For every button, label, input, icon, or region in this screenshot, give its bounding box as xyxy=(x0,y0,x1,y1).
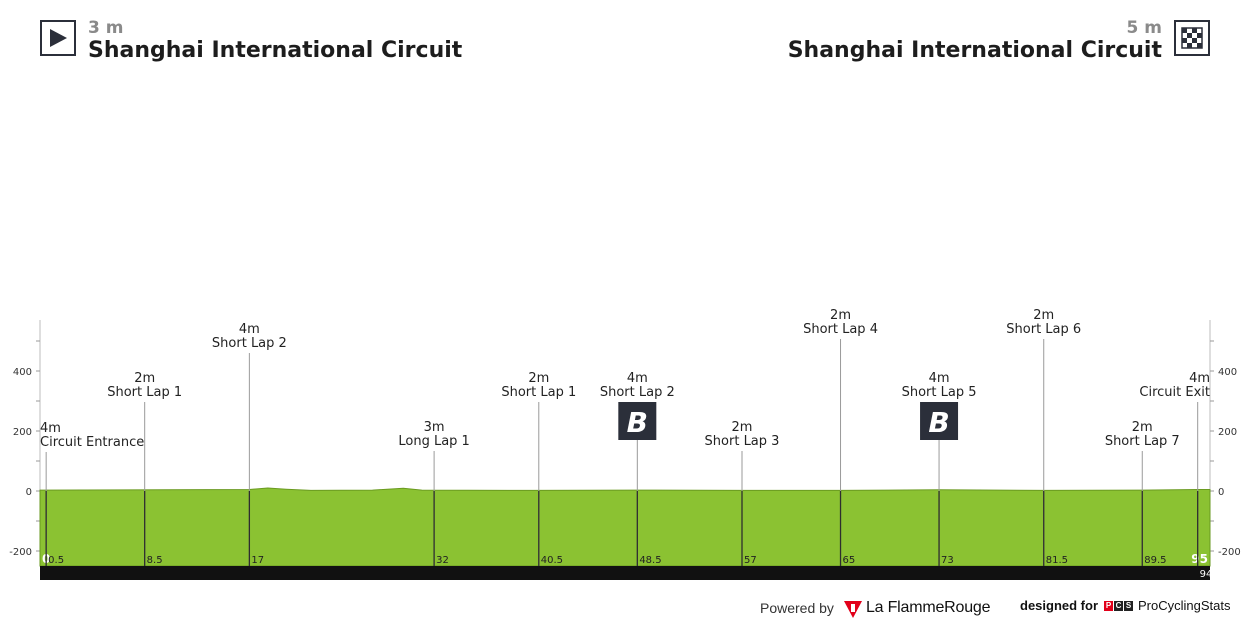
bonus-badge xyxy=(618,402,657,440)
y-tick-label-left: 0 xyxy=(26,487,32,498)
start-location: Shanghai International Circuit xyxy=(88,38,463,63)
waypoint-km-label: 94 xyxy=(1200,569,1213,580)
waypoint-name: Short Lap 4 xyxy=(803,322,878,337)
flame-icon xyxy=(843,601,862,618)
finish-km-label: 95 xyxy=(1191,552,1208,566)
lfr-name: La FlammeRouge xyxy=(865,599,991,616)
waypoint-km-label: 65 xyxy=(843,555,856,566)
elevation-profile-area xyxy=(39,487,1211,567)
waypoint-elevation: 2m xyxy=(134,371,155,386)
start-header: 3 m Shanghai International Circuit xyxy=(40,18,462,64)
bonus-badge-letter: B xyxy=(928,406,949,439)
waypoint-elevation: 2m xyxy=(830,308,851,323)
waypoint-name: Short Lap 7 xyxy=(1105,434,1180,449)
waypoint-elevation: 2m xyxy=(1033,308,1054,323)
waypoint-km-label: 32 xyxy=(436,555,449,566)
finish-location: Shanghai International Circuit xyxy=(787,38,1162,63)
waypoint-name: Short Lap 5 xyxy=(902,385,977,400)
finish-header: 5 m Shanghai International Circuit xyxy=(788,18,1210,64)
pcs-letter: P xyxy=(1104,600,1114,611)
waypoint-name: Short Lap 2 xyxy=(212,336,287,351)
waypoint-elevation: 2m xyxy=(528,371,549,386)
waypoint-elevation: 4m xyxy=(40,421,61,436)
waypoint-km-label: 73 xyxy=(941,555,954,566)
distance-bar xyxy=(40,566,1210,580)
waypoint-km-label: 81.5 xyxy=(1046,555,1068,566)
waypoint-name: Short Lap 6 xyxy=(1006,322,1081,337)
waypoint-name: Circuit Exit xyxy=(1139,385,1210,400)
waypoint-km-label: 89.5 xyxy=(1144,555,1166,566)
y-tick-label-right: 400 xyxy=(1218,367,1237,378)
waypoint-name: Short Lap 1 xyxy=(501,385,576,400)
play-icon xyxy=(40,20,76,56)
waypoint-elevation: 2m xyxy=(1132,420,1153,435)
waypoint-elevation: 2m xyxy=(732,420,753,435)
waypoint-name: Short Lap 3 xyxy=(705,434,780,449)
pcs-letter: C xyxy=(1114,600,1124,611)
y-tick-label-right: 200 xyxy=(1218,427,1237,438)
waypoint-elevation: 4m xyxy=(627,371,648,386)
waypoint-km-label: 40.5 xyxy=(541,555,563,566)
waypoint-km-label: 48.5 xyxy=(639,555,661,566)
waypoint-km-label: 17 xyxy=(251,555,264,566)
pcs-letter: S xyxy=(1124,600,1134,611)
powered-by: Powered by La FlammeRouge xyxy=(760,598,991,618)
waypoint-name: Circuit Entrance xyxy=(40,435,144,450)
waypoint-name: Long Lap 1 xyxy=(398,434,469,449)
start-elevation: 3 m xyxy=(88,18,124,38)
designed-for-label: designed for xyxy=(1020,598,1099,613)
waypoint-km-label: 57 xyxy=(744,555,757,566)
bonus-badge xyxy=(920,402,959,440)
waypoint-elevation: 4m xyxy=(239,322,260,337)
y-tick-label-left: 400 xyxy=(13,367,32,378)
waypoint-km-label: 0.5 xyxy=(48,555,64,566)
waypoint-km-label: 8.5 xyxy=(147,555,163,566)
y-tick-label-right: 0 xyxy=(1218,487,1224,498)
checkered-flag-icon xyxy=(1174,20,1210,56)
bonus-badge-letter: B xyxy=(627,406,648,439)
waypoint-elevation: 4m xyxy=(1189,371,1210,386)
pcs-name: ProCyclingStats xyxy=(1138,598,1231,613)
finish-elevation: 5 m xyxy=(1126,18,1162,38)
powered-by-label: Powered by xyxy=(760,600,834,616)
waypoint-elevation: 3m xyxy=(424,420,445,435)
y-tick-label-right: -200 xyxy=(1218,547,1241,558)
waypoint-name: Short Lap 1 xyxy=(107,385,182,400)
y-tick-label-left: 200 xyxy=(13,427,32,438)
y-tick-label-left: -200 xyxy=(9,547,32,558)
waypoint-elevation: 4m xyxy=(929,371,950,386)
waypoint-name: Short Lap 2 xyxy=(600,385,675,400)
